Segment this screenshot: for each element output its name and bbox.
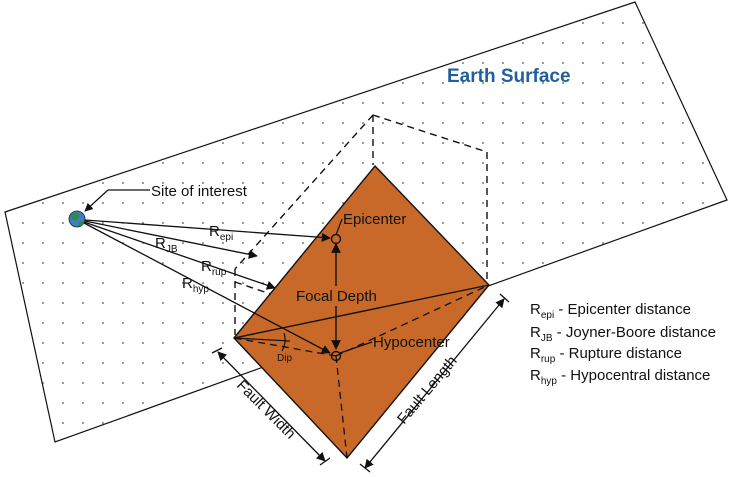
surface-intersection-line [233,284,490,339]
site-label: Site of interest [151,183,248,200]
r-jb-label: RJB [155,235,178,255]
earth-surface-label: Earth Surface [447,66,571,87]
epicenter-label: Epicenter [343,211,406,228]
r-rup-label: Rrup [201,258,227,278]
dip-arc [233,332,291,352]
r-hyp-label: Rhyp [182,275,209,295]
legend-item-hyp: Rhyp - Hypocentral distance [530,367,710,387]
hypocenter-marker [330,350,342,362]
r-hyp-arrow [83,222,331,354]
legend-item-rup: Rrup - Rupture distance [530,345,682,365]
hypocenter-label: Hypocenter [373,334,450,351]
legend-item-jb: RJB - Joyner-Boore distance [530,324,716,344]
epicenter-leader [335,218,343,236]
r-epi-arrow [84,219,331,242]
fault-width-dimension [211,347,331,466]
r-rup-arrow [83,221,276,290]
dip-label: Dip [277,353,292,364]
fault-length-dimension [359,293,510,473]
site-globe-icon [68,210,86,228]
legend: Repi - Epicenter distance RJB - Joyner-B… [530,301,716,387]
r-jb-arrow [84,220,258,259]
focal-depth-label: Focal Depth [296,288,377,305]
focal-depth-label-bg [292,286,380,306]
legend-item-epi: Repi - Epicenter distance [530,301,691,321]
site-leader [84,189,109,212]
r-epi-label: Repi [209,223,233,243]
